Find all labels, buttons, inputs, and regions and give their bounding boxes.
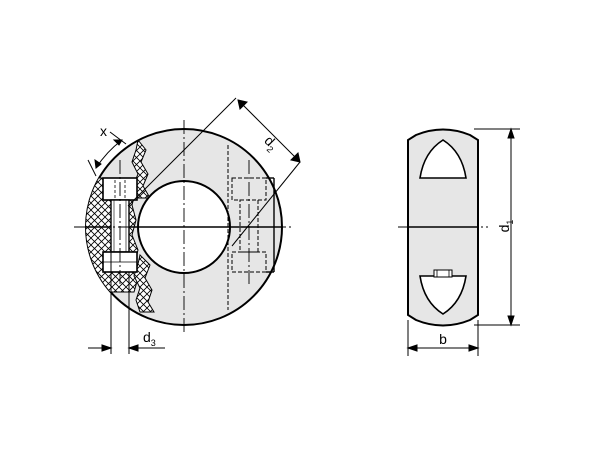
dimension-d3 [88,252,165,354]
centre-lines [74,120,294,334]
x-label: x [100,123,107,139]
lower-recess [419,275,467,315]
d2-label: d2 [259,132,281,154]
dimension-d1 [474,127,520,327]
d1-label: d1 [496,220,515,233]
dimension-d2 [127,97,301,247]
b-label: b [439,331,447,347]
side-view: d1 b [398,127,520,356]
d3-label: d3 [143,329,156,348]
dimension-x [87,131,127,177]
dimension-b [406,320,480,356]
front-view: d2 x d3 [74,97,301,354]
upper-recess [419,139,467,179]
